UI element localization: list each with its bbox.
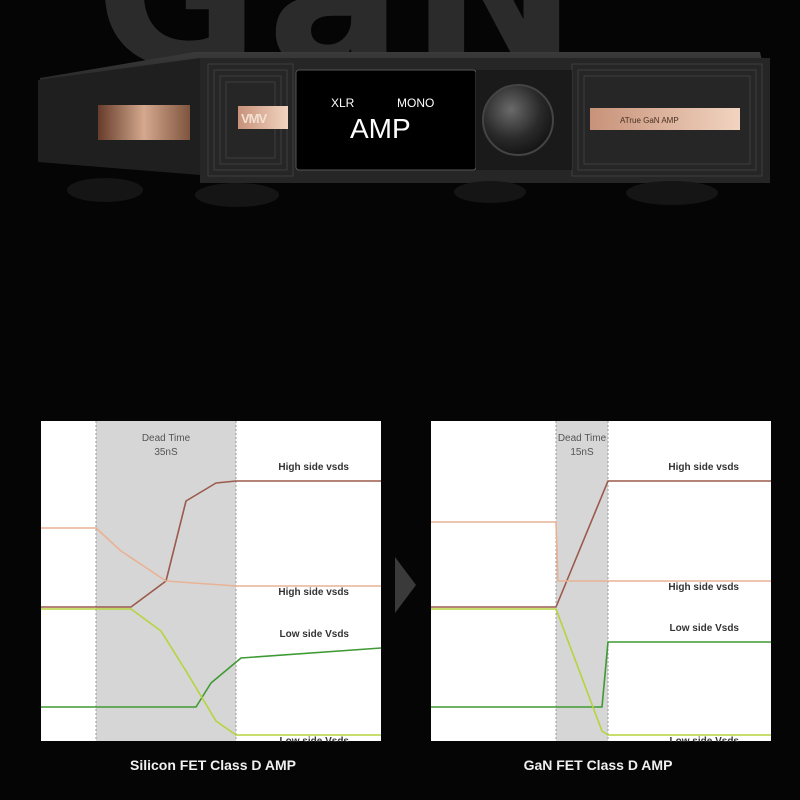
series-line [431, 608, 771, 736]
series-label: High side vsds [668, 582, 739, 593]
arrow-right-icon [395, 557, 416, 613]
series-line [41, 527, 381, 587]
series-line [431, 480, 771, 608]
screen-amp: AMP [350, 113, 411, 144]
side-model-label: ATrue GaN AMP [620, 116, 679, 125]
series-label: Low side Vsds [670, 623, 740, 634]
screen-mono: MONO [397, 96, 435, 110]
screen-xlr: XLR [331, 96, 355, 110]
series-label: High side vsds [278, 462, 349, 473]
series-label: Low side Vsds [670, 736, 740, 742]
series-label: High side vsds [278, 587, 349, 598]
series-line [431, 641, 771, 708]
logo-plate [238, 106, 288, 129]
ribbed-left [207, 63, 294, 177]
series-line [431, 521, 771, 582]
chart-caption-silicon: Silicon FET Class D AMP [130, 757, 296, 773]
amplifier-body [38, 52, 770, 207]
dead-time-label: 35nS [154, 447, 178, 458]
dead-time-label: 15nS [570, 447, 594, 458]
series-label: Low side Vsds [280, 629, 350, 640]
amplifier-product: VMV XLR MONO AMP ATrue GaN AMP [0, 0, 800, 215]
series-label: High side vsds [668, 462, 739, 473]
dead-time-label: Dead Time [558, 433, 607, 444]
brand-logo: VMV [241, 111, 267, 126]
chart-caption-gan: GaN FET Class D AMP [523, 757, 673, 773]
dead-time-label: Dead Time [142, 433, 191, 444]
left-side-slot [98, 105, 190, 140]
feet [67, 178, 718, 207]
series-label: Low side Vsds [280, 736, 350, 742]
series-line [41, 480, 381, 608]
volume-knob [482, 84, 554, 156]
side-plate [590, 108, 740, 130]
series-line [41, 608, 381, 736]
series-line [41, 647, 382, 708]
